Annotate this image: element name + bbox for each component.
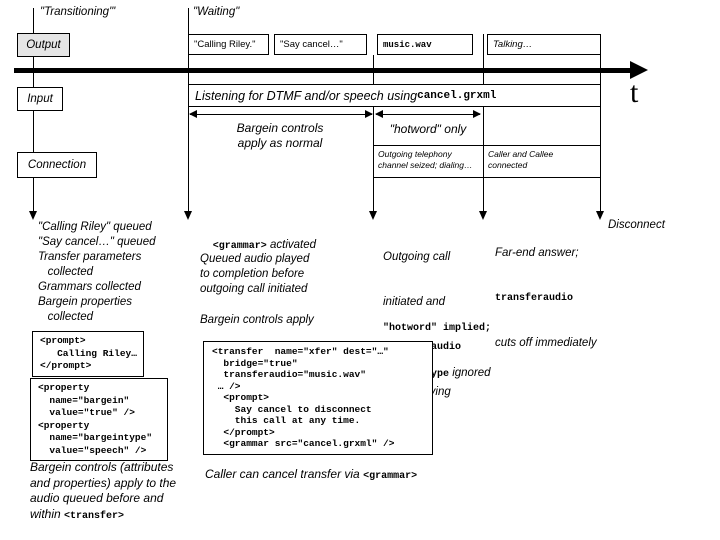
lane-connection: Connection [17, 152, 97, 178]
annotation-transitioning-events: "Calling Riley" queued "Say cancel…" que… [38, 221, 156, 323]
output-box-say-cancel-label: "Say cancel…" [280, 39, 343, 50]
event-line-disconnect [600, 54, 601, 211]
annotation-disconnect: Disconnect [608, 219, 665, 231]
lane-output-label: Output [26, 39, 61, 51]
caption-bargein-text: Bargein controls (attributes and propert… [30, 460, 177, 521]
output-box-talking: Talking… [487, 34, 601, 55]
arrowhead-down-icon [29, 211, 37, 220]
range-label-hotword-only: "hotword" only [389, 122, 467, 136]
state-label-transitioning: "Transitioning"' [40, 6, 116, 18]
arrowhead-left-icon [189, 110, 197, 118]
grammar-activated-text: activated [266, 239, 317, 251]
listening-text: Listening for DTMF and/or speech using [195, 88, 418, 103]
grammar-tag: <grammar> [212, 241, 267, 252]
grammar-tag: <grammar> [363, 471, 418, 482]
caption-cancel-text: Caller can cancel transfer via [205, 467, 364, 481]
transfer-tag: <transfer> [64, 510, 125, 522]
event-line-outgoing-call [373, 55, 374, 211]
arrowhead-down-icon [369, 211, 377, 220]
arrowhead-right-icon [365, 110, 373, 118]
lane-input: Input [17, 87, 63, 111]
outgoing-call-line2: initiated and [383, 296, 446, 308]
outgoing-call-line1: Outgoing call [383, 251, 451, 263]
lane-input-label: Input [27, 93, 53, 105]
event-line-far-end-answer [483, 34, 484, 211]
annotation-queued-audio: Queued audio played to completion before… [200, 253, 310, 295]
arrowhead-down-icon [184, 211, 192, 220]
output-box-calling-riley-label: "Calling Riley." [194, 39, 256, 50]
far-end-line1: Far-end answer; [495, 247, 579, 259]
arrowhead-left-icon [375, 110, 383, 118]
arrowhead-down-icon [479, 211, 487, 220]
range-label-bargein-normal: Bargein controls apply as normal [236, 121, 324, 150]
time-axis-label: t [630, 76, 639, 109]
lane-output: Output [17, 33, 70, 57]
connection-cell-outgoing-telephony: Outgoing telephony channel seized; diali… [373, 145, 483, 178]
annotation-grammar-activated: <grammar> activated [200, 223, 316, 269]
code-box-property: <property name="bargein" value="true" />… [30, 378, 168, 461]
caption-caller-cancel: Caller can cancel transfer via <grammar> [205, 467, 417, 485]
range-arrow-bargein [190, 114, 372, 115]
transferaudio-attr: transferaudio [495, 293, 574, 304]
arrowhead-down-icon [596, 211, 604, 220]
output-box-music-wav: music.wav [377, 34, 473, 55]
annotation-bargein-apply: Bargein controls apply [200, 314, 314, 326]
output-box-say-cancel: "Say cancel…" [274, 34, 367, 55]
annotation-far-end-answer: Far-end answer; transferaudio cuts off i… [495, 216, 597, 381]
output-box-music-wav-label: music.wav [383, 39, 432, 50]
output-box-calling-riley: "Calling Riley." [188, 34, 269, 55]
input-listening-row: Listening for DTMF and/or speech using c… [188, 84, 601, 107]
code-box-prompt: <prompt> Calling Riley… </prompt> [32, 331, 144, 377]
listening-grammar-file: cancel.grxml [417, 89, 497, 102]
lifeline-waiting [188, 8, 189, 211]
time-axis [14, 68, 634, 73]
connection-cell-caller-callee: Caller and Callee connected [483, 145, 601, 178]
code-box-transfer: <transfer name="xfer" dest="…" bridge="t… [203, 341, 433, 455]
state-label-waiting: "Waiting" [193, 6, 240, 18]
caption-bargein-controls: Bargein controls (attributes and propert… [30, 460, 194, 524]
range-arrow-hotword [376, 114, 480, 115]
hotword-implied-line: "hotword" implied; [383, 323, 492, 334]
output-box-talking-label: Talking… [493, 39, 533, 50]
bargeintype-ignored-text: ignored [449, 367, 491, 379]
lane-connection-label: Connection [27, 159, 87, 171]
time-axis-arrowhead-icon [630, 61, 648, 79]
far-end-line3: cuts off immediately [495, 337, 597, 349]
arrowhead-right-icon [473, 110, 481, 118]
